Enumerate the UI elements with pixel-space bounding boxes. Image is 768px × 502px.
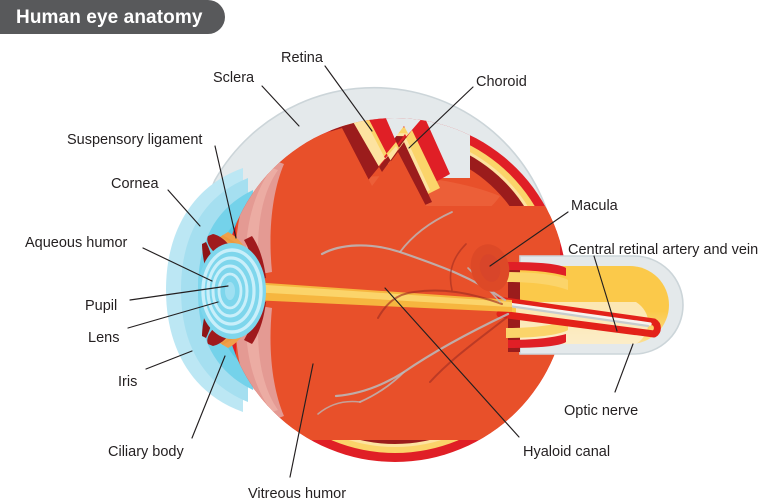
pupil-shape xyxy=(225,282,235,300)
leader-line-ciliary-body xyxy=(191,355,226,439)
label-vitreous-humor: Vitreous humor xyxy=(248,486,347,502)
title-banner: Human eye anatomy xyxy=(0,0,225,34)
label-retina: Retina xyxy=(281,50,323,66)
ciliary-body-upper-highlight xyxy=(246,168,278,250)
retinal-vessel-lower-4 xyxy=(317,400,361,415)
leader-line-sclera xyxy=(261,85,300,127)
optic-nerve-dark-rim-top xyxy=(508,266,520,300)
label-cornea: Cornea xyxy=(111,176,159,192)
ciliary-body-lower-highlight xyxy=(246,330,278,412)
label-choroid: Choroid xyxy=(476,74,527,90)
label-macula: Macula xyxy=(571,198,618,214)
leader-line-iris xyxy=(145,350,193,370)
label-iris: Iris xyxy=(118,374,138,390)
leader-lines-group xyxy=(127,65,634,478)
layer-cutaway-notch xyxy=(236,118,560,440)
notch-vitreous-fill xyxy=(236,128,560,440)
label-pupil: Pupil xyxy=(85,298,118,314)
leader-line-cornea xyxy=(167,189,201,227)
label-central-retinal-artery-and-vein: Central retinal artery and vein xyxy=(568,242,759,258)
junction-sclera-upper xyxy=(508,262,566,276)
leader-line-macula xyxy=(489,211,569,267)
label-ciliary-body: Ciliary body xyxy=(108,444,184,460)
page-title: Human eye anatomy xyxy=(16,6,203,28)
leader-line-optic-nerve xyxy=(614,343,634,393)
label-hyaloid-canal: Hyaloid canal xyxy=(523,444,611,460)
hyaloid-canal-group xyxy=(252,282,512,312)
lens-group xyxy=(198,243,266,339)
lens-ring-4 xyxy=(217,272,243,310)
retinal-vessel-lower-3 xyxy=(429,317,507,383)
retinal-vessels-group xyxy=(317,211,510,415)
junction-sclera-lower xyxy=(508,334,566,348)
central-retinal-artery-stripe xyxy=(500,303,650,328)
leader-line-choroid xyxy=(408,86,474,149)
leader-line-central-retinal-artery-and-vein xyxy=(593,255,618,332)
junction-choroid-lower xyxy=(506,320,568,338)
label-sclera: Sclera xyxy=(213,70,255,86)
retinal-vessel-upper-4 xyxy=(449,243,467,291)
lens-ring-3 xyxy=(211,264,249,318)
leader-line-hyaloid-canal xyxy=(384,287,520,438)
leader-line-lens xyxy=(127,301,219,329)
central-retinal-vessels-group xyxy=(494,296,661,338)
hyaloid-canal-highlight xyxy=(252,284,512,307)
leader-line-suspensory-ligament xyxy=(214,145,237,239)
label-lens: Lens xyxy=(88,330,120,346)
leader-line-aqueous-humor xyxy=(142,247,213,282)
junction-choroid-upper xyxy=(506,272,568,290)
fovea-shape xyxy=(479,254,501,282)
leader-line-vitreous-humor xyxy=(289,363,314,478)
label-optic-nerve: Optic nerve xyxy=(564,403,639,419)
retinal-vessel-upper-2 xyxy=(399,211,453,253)
leader-line-retina xyxy=(324,65,373,132)
retinal-vessel-upper-3 xyxy=(377,289,503,319)
macula-group xyxy=(470,244,510,292)
lens-ring-2 xyxy=(206,256,256,326)
label-aqueous-humor: Aqueous humor xyxy=(25,235,128,251)
optic-disc-junction xyxy=(506,262,568,348)
retinal-vessel-lower-2 xyxy=(359,371,405,403)
leader-line-pupil xyxy=(129,285,229,301)
label-suspensory-ligament: Suspensory ligament xyxy=(67,132,203,148)
central-retinal-vessel-outline xyxy=(494,296,661,338)
lens-ring-1 xyxy=(201,248,263,334)
central-retinal-vessel-core xyxy=(498,301,652,326)
